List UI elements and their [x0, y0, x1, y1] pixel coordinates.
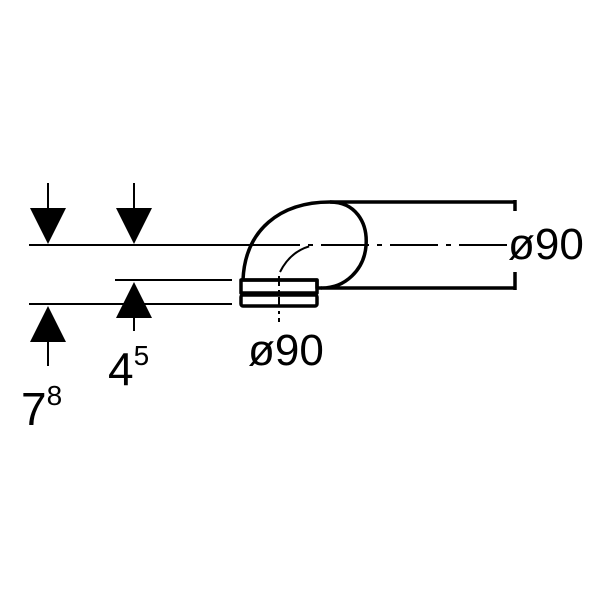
- arrowheads: [30, 208, 152, 342]
- arrow-up-icon: [116, 282, 152, 318]
- inner-centerline-arc: [279, 244, 316, 273]
- pipe-diameter-label: ø90: [508, 220, 584, 269]
- dimension-label-4-5: 45: [108, 340, 149, 395]
- elbow-outline: [239, 200, 517, 308]
- arrow-down-icon: [30, 208, 66, 244]
- dimension-label-7-8: 78: [21, 380, 62, 435]
- centerlines: [252, 244, 510, 322]
- arrow-up-icon: [30, 306, 66, 342]
- elbow-outer-arc: [241, 200, 515, 281]
- flange-gap: [262, 285, 296, 302]
- outlet-diameter-label: ø90: [248, 326, 324, 375]
- arrow-down-icon: [116, 208, 152, 244]
- elbow-back-arc: [320, 200, 515, 290]
